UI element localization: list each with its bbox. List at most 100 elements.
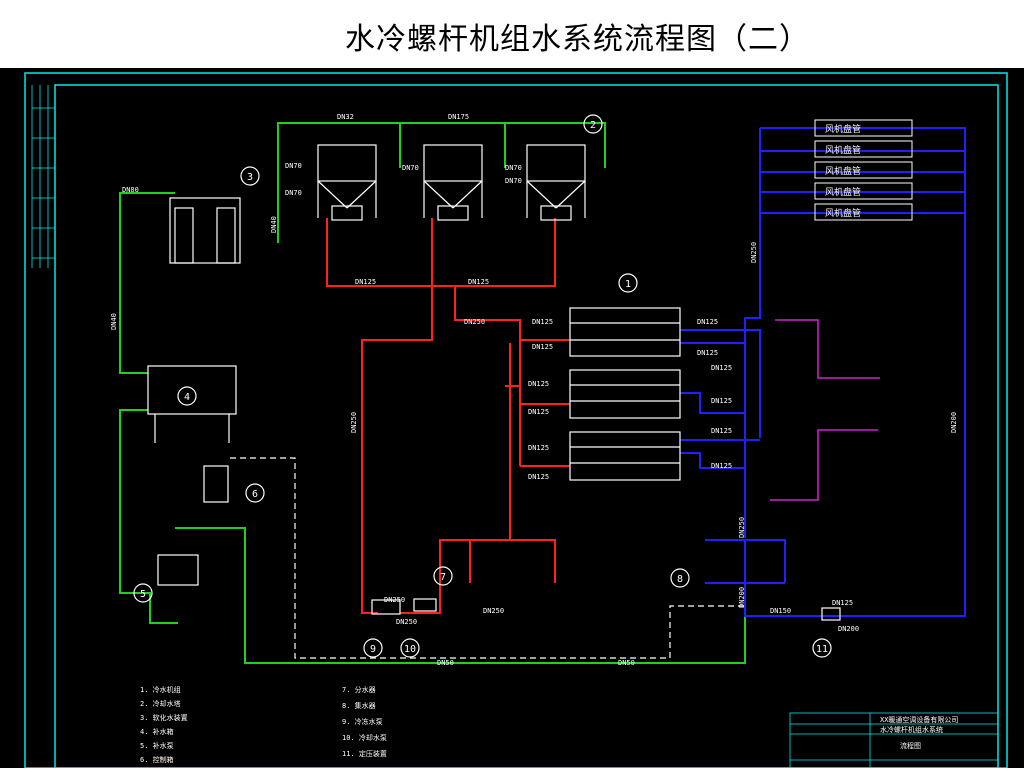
makeup-water-tank	[147, 365, 237, 415]
legend-right: 7. 分水器 8. 集水器 9. 冷冻水泵 10. 冷却水泵 11. 定压装置	[342, 685, 387, 758]
pipe-label: DN125	[528, 444, 549, 452]
pipe-label: DN200	[738, 587, 746, 608]
cooling-tower-3	[526, 144, 586, 221]
cooling-tower-1	[317, 144, 377, 221]
bubble-numbers: 1 2 3 4 6 5 7 8 9 10 11	[140, 120, 828, 655]
pipe-label: DN125	[468, 278, 489, 286]
bubble-number: 8	[677, 574, 683, 585]
pipe-label: DN250	[350, 412, 358, 433]
fan-coil-units: 风机盘管 风机盘管 风机盘管 风机盘管 风机盘管	[814, 119, 913, 221]
pipe-label: DN200	[950, 412, 958, 433]
chiller-units	[569, 307, 681, 481]
legend-item: 6. 控制箱	[140, 755, 174, 764]
bubble-number: 9	[370, 644, 376, 655]
control-box	[203, 465, 229, 503]
side-strip	[31, 85, 55, 268]
dashed-pipes	[230, 457, 745, 659]
pressure-unit	[821, 607, 841, 621]
title-block-company: XX暖通空调设备有限公司	[880, 715, 958, 724]
title-area: 水冷螺杆机组水系统流程图（二）	[0, 0, 1024, 68]
flow-diagram: 风机盘管 风机盘管 风机盘管 风机盘管 风机盘管 1 2 3 4 6 5 7 8…	[24, 72, 1008, 769]
page-title: 水冷螺杆机组水系统流程图（二）	[345, 22, 810, 57]
pipe-label: DN70	[285, 162, 302, 170]
pipe-label: DN40	[270, 216, 278, 233]
bubble-number: 3	[247, 172, 253, 183]
pipe-label: DN125	[697, 318, 718, 326]
pipe-label: DN70	[505, 164, 522, 172]
vertical-pipe-labels: DN40 DN40 DN250 DN250 DN200 DN250 DN200	[110, 216, 958, 608]
pipe-label: DN250	[396, 618, 417, 626]
title-block-project: 水冷螺杆机组水系统	[880, 725, 943, 734]
fan-coil-label: 风机盘管	[825, 123, 861, 135]
bubble-markers	[133, 114, 832, 658]
pipe-label: DN125	[528, 408, 549, 416]
pipe-label: DN250	[464, 318, 485, 326]
legend-left: 1. 冷水机组 2. 冷却水塔 3. 软化水装置 4. 补水箱 5. 补水泵 6…	[140, 685, 188, 764]
pipe-label: DN50	[437, 659, 454, 667]
cad-drawing: 风机盘管 风机盘管 风机盘管 风机盘管 风机盘管 1 2 3 4 6 5 7 8…	[0, 68, 1024, 769]
branch-pipes	[770, 319, 880, 501]
bubble-number: 11	[816, 644, 828, 655]
pipe-label: DN125	[528, 380, 549, 388]
legend-item: 11. 定压装置	[342, 749, 387, 758]
fan-coil-label: 风机盘管	[825, 165, 861, 177]
fan-coil-unit-box	[814, 140, 913, 158]
pipe-label: DN40	[110, 313, 118, 330]
pipe-labels: DN32 DN175 DN70 DN70 DN70 DN70 DN70 DN12…	[122, 113, 859, 667]
chilled-pump	[371, 599, 401, 615]
pipe-label: DN80	[122, 186, 139, 194]
pipe-label: DN250	[384, 596, 405, 604]
makeup-pump	[157, 554, 199, 586]
cooling-towers	[317, 144, 586, 221]
pipe-label: DN125	[711, 397, 732, 405]
pipe-label: DN125	[528, 473, 549, 481]
legend-item: 5. 补水泵	[140, 741, 174, 750]
pipe-label: DN50	[618, 659, 635, 667]
fan-coil-unit-box	[814, 119, 913, 137]
supply-pipes	[326, 218, 570, 614]
bubble-number: 1	[625, 279, 631, 290]
legend-item: 8. 集水器	[342, 701, 376, 710]
pipe-label: DN70	[402, 164, 419, 172]
fan-coil-label: 风机盘管	[825, 186, 861, 198]
bubble-number: 5	[140, 589, 146, 600]
legend-item: 9. 冷冻水泵	[342, 717, 383, 726]
pipe-label: DN125	[711, 462, 732, 470]
pipe-label: DN150	[770, 607, 791, 615]
equipment-left	[147, 197, 841, 621]
pipe-label: DN125	[832, 599, 853, 607]
bubble-number: 4	[184, 392, 190, 403]
bubble-number: 7	[440, 572, 446, 583]
title-block-drawing: 流程图	[900, 741, 921, 750]
pipe-label: DN32	[337, 113, 354, 121]
legend-item: 4. 补水箱	[140, 727, 174, 736]
bubble-number: 6	[252, 489, 258, 500]
pipe-label: DN70	[285, 189, 302, 197]
pipe-label: DN125	[711, 364, 732, 372]
fan-coil-label: 风机盘管	[825, 207, 861, 219]
bubble-number: 10	[404, 644, 416, 655]
pipe-label: DN70	[505, 177, 522, 185]
pipe-label: DN125	[711, 427, 732, 435]
fan-coil-unit-box	[814, 161, 913, 179]
pipe-label: DN200	[838, 625, 859, 633]
chilled-pipes	[680, 127, 966, 617]
fan-coil-unit-box	[814, 203, 913, 221]
legend-item: 10. 冷却水泵	[342, 733, 387, 742]
pipe-label: DN250	[738, 517, 746, 538]
cooling-water-pipes	[119, 122, 746, 664]
bubble-number: 2	[590, 120, 596, 131]
fan-coil-label: 风机盘管	[825, 144, 861, 156]
pipe-label: DN125	[355, 278, 376, 286]
pipe-label: DN125	[697, 349, 718, 357]
pipe-label: DN175	[448, 113, 469, 121]
legend-item: 3. 软化水装置	[140, 713, 188, 722]
pipe-label: DN125	[532, 343, 553, 351]
legend-item: 2. 冷却水塔	[140, 699, 181, 708]
cooling-tower-2	[423, 144, 483, 221]
softener	[169, 197, 241, 264]
legend-item: 7. 分水器	[342, 685, 376, 694]
legend-item: 1. 冷水机组	[140, 685, 181, 694]
pipe-label: DN125	[532, 318, 553, 326]
pipe-label: DN250	[483, 607, 504, 615]
